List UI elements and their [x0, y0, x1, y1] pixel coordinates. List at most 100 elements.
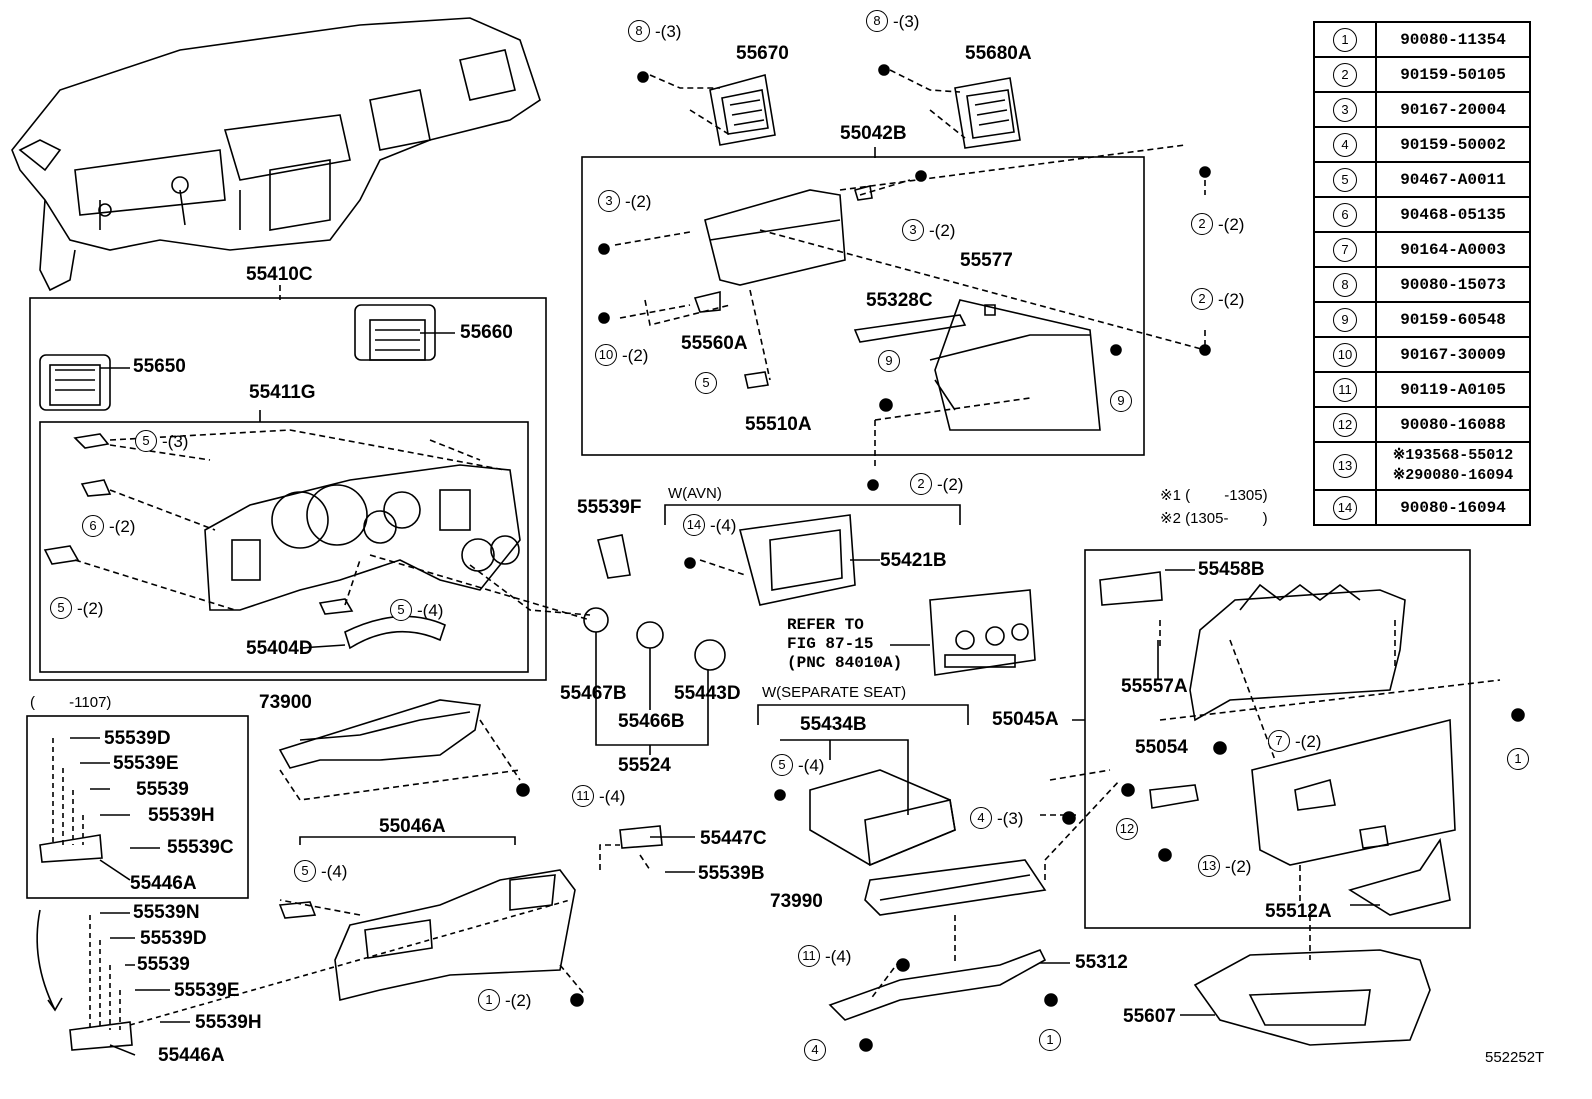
footnote-2: ※2 (1305- )	[1160, 510, 1268, 527]
callout-circle: 13	[1198, 855, 1220, 877]
callout-qty: -(2)	[109, 517, 136, 536]
callout-qty: -(4)	[798, 756, 825, 775]
legend-number-circle: 4	[1333, 132, 1357, 157]
part-label: 55045A	[992, 709, 1059, 730]
callout-qty: -(2)	[1295, 732, 1322, 751]
legend-number: 6	[1313, 196, 1377, 233]
callout-qty: -(2)	[1225, 857, 1252, 876]
part-label: 55539B	[698, 863, 765, 884]
legend-part-number: 90164-A0003	[1375, 231, 1531, 268]
legend-number-circle: 5	[1333, 167, 1357, 192]
part-label: 73990	[770, 891, 823, 912]
legend-part-number: 90167-30009	[1375, 336, 1531, 373]
callout-circle: 5	[695, 372, 717, 394]
bracket-73990-drawing	[864, 859, 1047, 916]
part-label: 55524	[618, 755, 671, 776]
callout-circle: 1	[1039, 1029, 1061, 1051]
legend-number-circle: 9	[1333, 307, 1357, 332]
callout-circle: 2	[910, 473, 932, 495]
diagram-code: 552252T	[1485, 1049, 1545, 1066]
tray-55607-drawing	[1193, 949, 1431, 1046]
legend-row: 13※193568-55012 ※290080-16094	[1313, 441, 1531, 491]
callout-qty: -(2)	[929, 221, 956, 240]
part-label: 55054	[1135, 737, 1188, 758]
part-label: 55539E	[113, 753, 179, 774]
callout-circle: 7	[1268, 730, 1290, 752]
callout-qty: -(3)	[162, 432, 189, 451]
part-label: 55539N	[133, 902, 200, 923]
legend-part-number: 90159-60548	[1375, 301, 1531, 338]
callout-circle: 4	[804, 1039, 826, 1061]
callout-circle: 1	[478, 989, 500, 1011]
callout-qty: -(4)	[417, 601, 444, 620]
legend-number-circle: 1	[1333, 27, 1357, 52]
callout-circle: 14	[683, 514, 705, 536]
legend-number: 7	[1313, 231, 1377, 268]
callout-circle: 9	[878, 350, 900, 372]
callout-qty: -(3)	[655, 22, 682, 41]
footnote-1: ※1 ( -1305)	[1160, 487, 1268, 504]
part-label: 55467B	[560, 683, 627, 704]
callout-circle: 3	[598, 190, 620, 212]
part-label: 55312	[1075, 952, 1128, 973]
callout-circle: 10	[595, 344, 617, 366]
callout-qty: -(2)	[622, 346, 649, 365]
part-label: 55447C	[700, 828, 767, 849]
dashboard-panel-drawing	[11, 17, 541, 292]
callout-circle: 8	[866, 10, 888, 32]
part-label: 55577	[960, 250, 1013, 271]
part-label: 55539F	[577, 497, 642, 518]
legend-number: 1	[1313, 21, 1377, 58]
part-label: 55466B	[618, 711, 685, 732]
callout-qty: -(4)	[825, 947, 852, 966]
bracket-73900-drawing	[278, 699, 481, 769]
legend-number-circle: 2	[1333, 62, 1357, 87]
part-label: 55560A	[681, 333, 748, 354]
legend-number-circle: 12	[1333, 412, 1357, 437]
callout-circle: 12	[1116, 818, 1138, 840]
legend-part-number: 90080-11354	[1375, 21, 1531, 58]
part-label: 55042B	[840, 123, 907, 144]
legend-part-number: 90159-50105	[1375, 56, 1531, 93]
legend-number-circle: 10	[1333, 342, 1357, 367]
callout-qty: -(3)	[997, 809, 1024, 828]
nav-bezel-drawing	[738, 514, 856, 606]
part-label: 55539H	[195, 1012, 262, 1033]
callout-circle: 11	[572, 785, 594, 807]
legend-number: 14	[1313, 489, 1377, 526]
part-label: 55539	[136, 779, 189, 800]
callout-circle: 5	[135, 430, 157, 452]
callout-circle: 5	[294, 860, 316, 882]
callout-circle: 6	[82, 515, 104, 537]
part-label: 55539H	[148, 805, 215, 826]
legend-part-number: 90080-15073	[1375, 266, 1531, 303]
glovebox-55045A-drawing	[1099, 571, 1456, 916]
callout-circle: 2	[1191, 288, 1213, 310]
callout-circle: 2	[1191, 213, 1213, 235]
legend-part-number: 90080-16088	[1375, 406, 1531, 443]
part-label: 55680A	[965, 43, 1032, 64]
part-label: 55607	[1123, 1006, 1176, 1027]
callout-qty: -(2)	[625, 192, 652, 211]
vent-55670-drawing	[709, 73, 776, 146]
legend-number: 3	[1313, 91, 1377, 128]
note-separate-seat: W(SEPARATE SEAT)	[762, 684, 907, 701]
legend-number: 5	[1313, 161, 1377, 198]
legend-part-number: 90119-A0105	[1375, 371, 1531, 408]
part-label: 55446A	[130, 873, 197, 894]
part-label: 55539C	[167, 837, 234, 858]
legend-number: 13	[1313, 441, 1377, 491]
legend-row: 10 90167-30009	[1313, 336, 1531, 373]
callout-qty: -(2)	[1218, 290, 1245, 309]
callout-circle: 5	[50, 597, 72, 619]
legend-number: 10	[1313, 336, 1377, 373]
callout-qty: -(4)	[599, 787, 626, 806]
callout-circle: 11	[798, 945, 820, 967]
